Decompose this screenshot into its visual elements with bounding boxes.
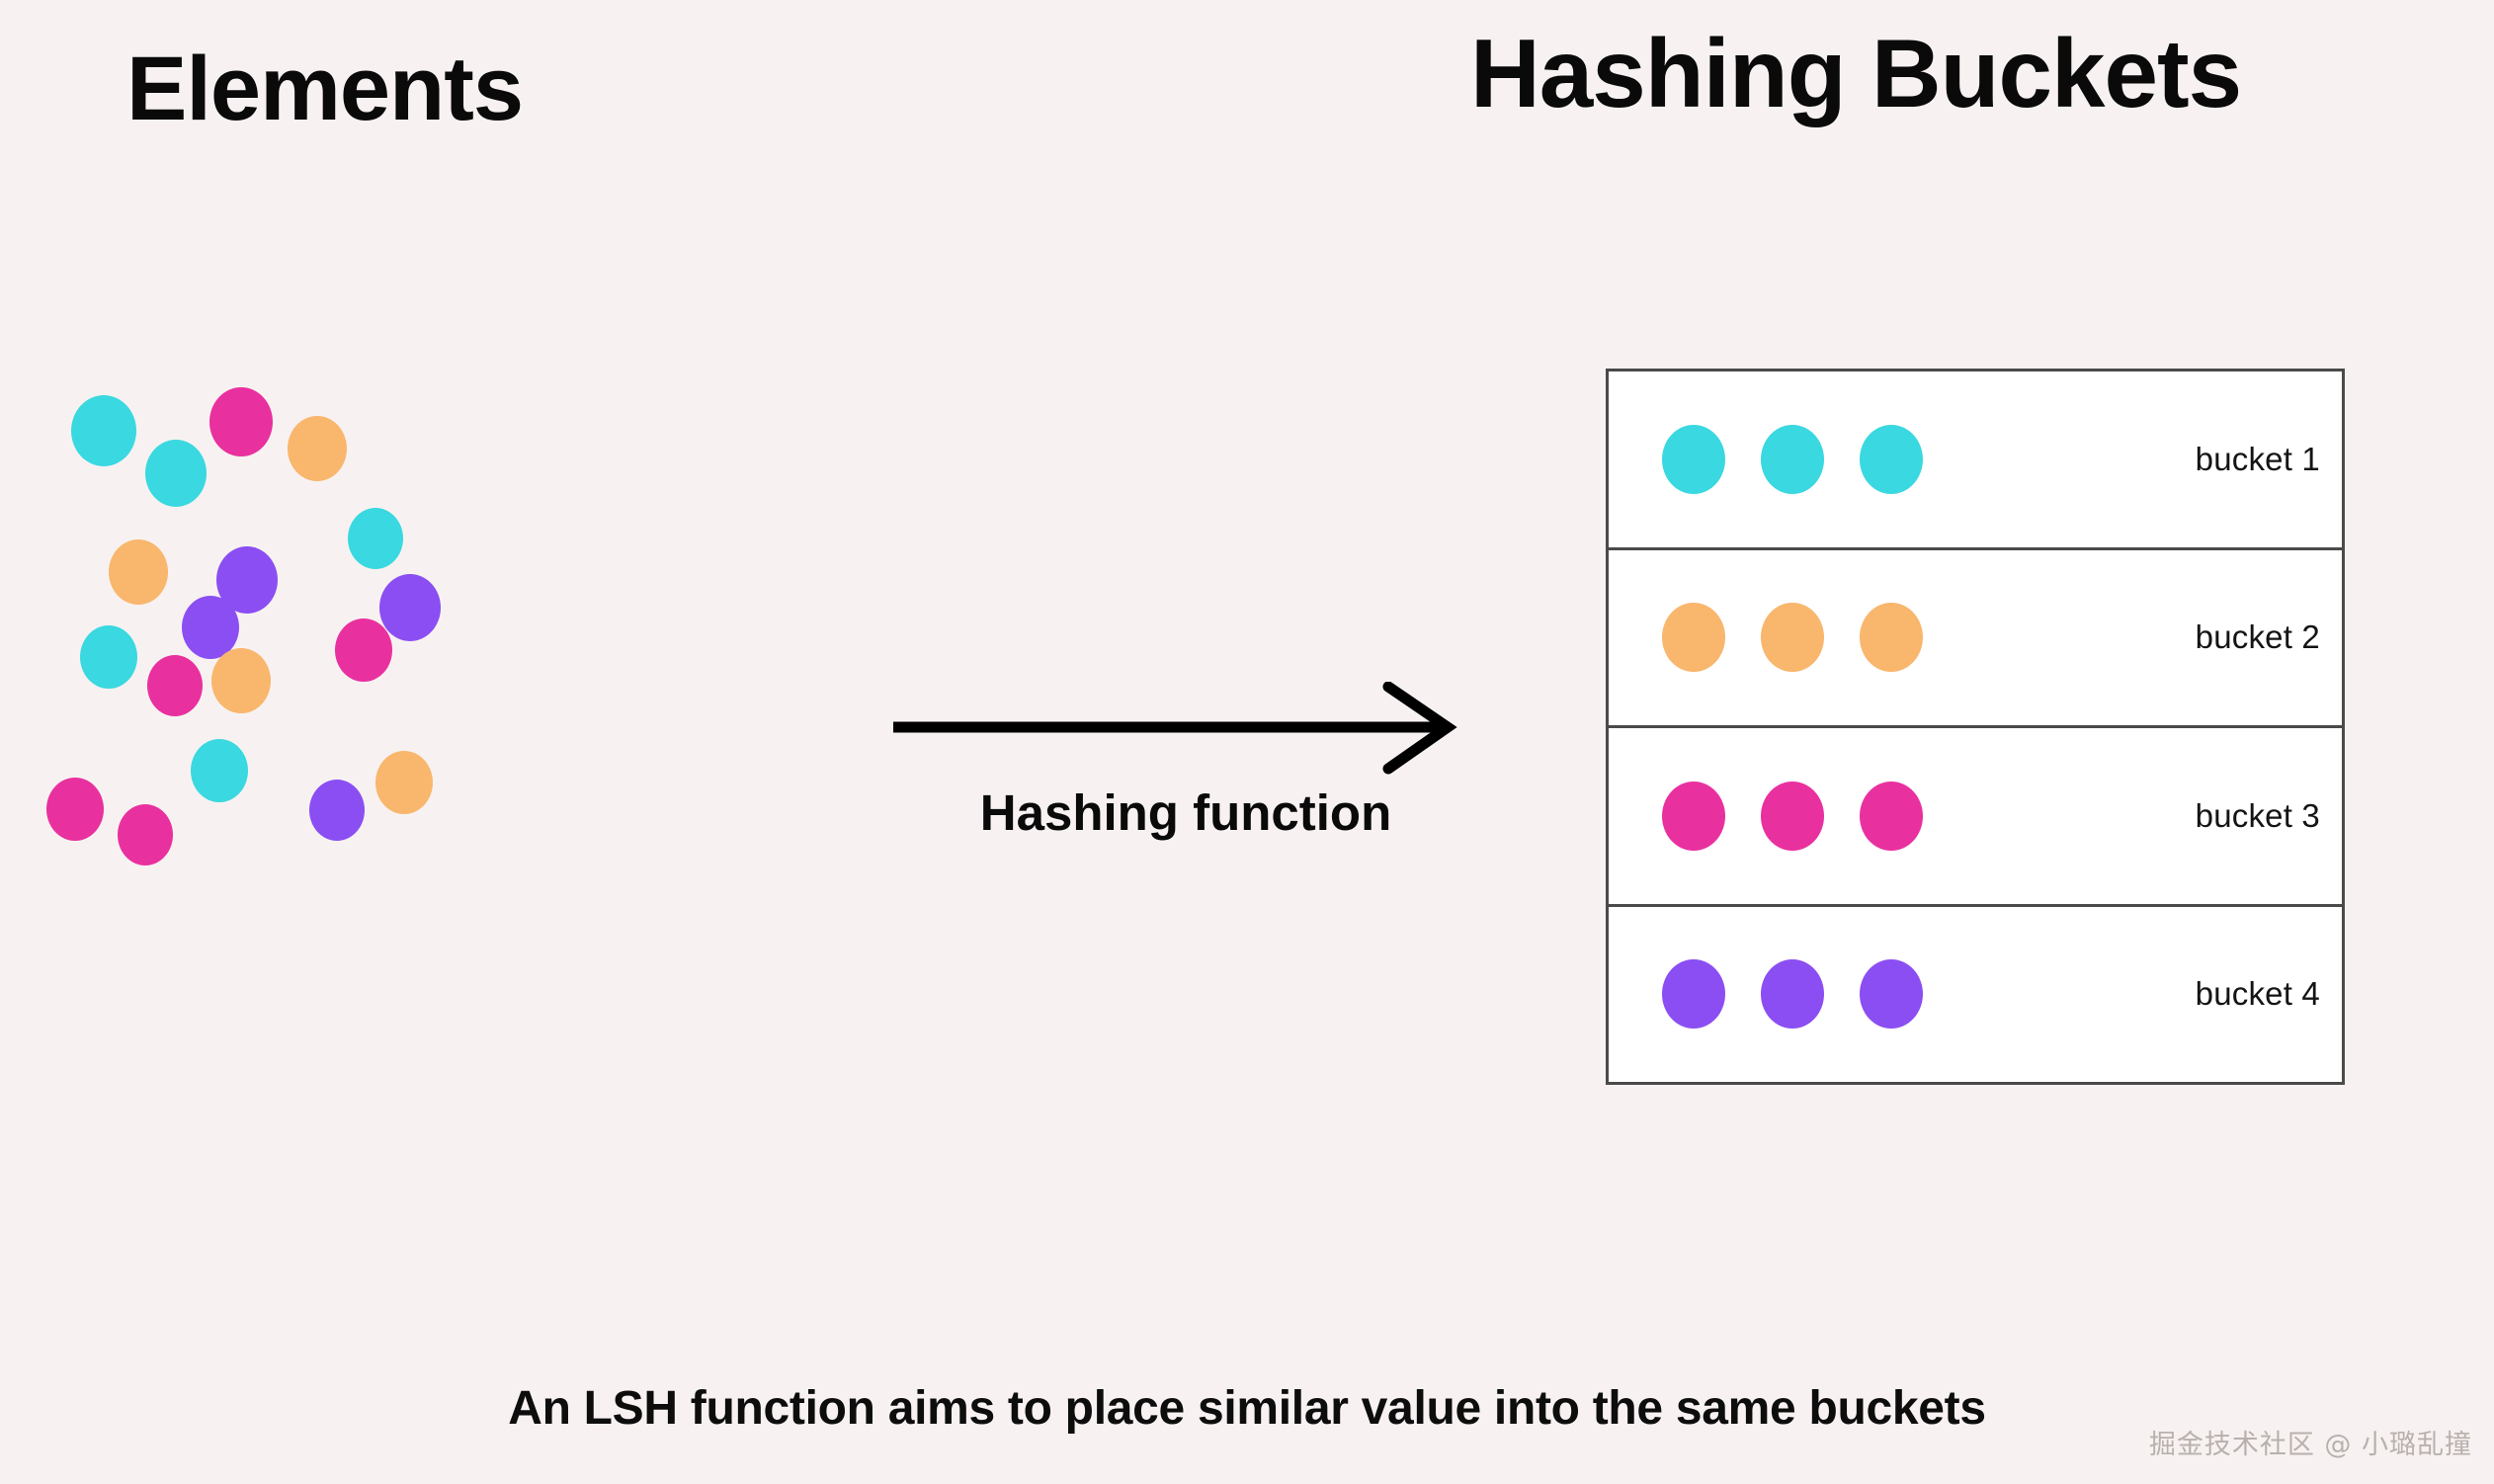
bucket-dot xyxy=(1860,603,1923,673)
element-dot xyxy=(191,739,248,802)
element-dot xyxy=(288,416,347,481)
page-title-elements: Elements xyxy=(126,39,524,139)
element-dot xyxy=(379,574,441,641)
watermark: 掘金技术社区 @ 小璐乱撞 xyxy=(2148,1430,2472,1460)
bucket-dot-group xyxy=(1662,781,1923,851)
element-dot xyxy=(71,395,136,466)
element-dot xyxy=(147,655,203,716)
bucket-dot xyxy=(1662,781,1725,851)
bucket-row: bucket 1 xyxy=(1609,371,2342,550)
bucket-dot xyxy=(1662,424,1725,494)
element-dot xyxy=(375,751,433,814)
bucket-dot xyxy=(1860,424,1923,494)
bucket-label: bucket 1 xyxy=(2195,440,2320,477)
bucket-row: bucket 4 xyxy=(1609,907,2342,1083)
bucket-dot-group xyxy=(1662,603,1923,673)
element-dot xyxy=(80,625,137,689)
element-dot xyxy=(145,440,207,507)
element-dot xyxy=(46,778,104,841)
hashing-function-label: Hashing function xyxy=(979,784,1392,841)
element-dot xyxy=(182,596,239,659)
element-dot xyxy=(335,618,392,682)
element-dot xyxy=(348,508,403,569)
elements-scatter-cluster xyxy=(0,356,790,1146)
bucket-dot xyxy=(1662,959,1725,1030)
bucket-label: bucket 3 xyxy=(2195,796,2320,834)
bucket-label: bucket 2 xyxy=(2195,618,2320,656)
bucket-dot xyxy=(1761,781,1824,851)
element-dot xyxy=(118,804,173,866)
bucket-dot xyxy=(1761,959,1824,1030)
bucket-dot-group xyxy=(1662,959,1923,1030)
bucket-row: bucket 3 xyxy=(1609,728,2342,907)
bucket-row: bucket 2 xyxy=(1609,550,2342,728)
element-dot xyxy=(209,387,273,456)
bucket-dot xyxy=(1860,959,1923,1030)
bucket-label: bucket 4 xyxy=(2195,975,2320,1013)
bucket-dot xyxy=(1761,424,1824,494)
diagram-caption: An LSH function aims to place similar va… xyxy=(508,1382,1986,1435)
hashing-function-group: Hashing function xyxy=(889,682,1482,879)
bucket-dot xyxy=(1860,781,1923,851)
right-arrow-icon xyxy=(893,682,1457,775)
element-dot xyxy=(109,539,168,605)
bucket-dot xyxy=(1662,603,1725,673)
element-dot xyxy=(309,780,365,841)
element-dot xyxy=(211,648,271,713)
bucket-dot xyxy=(1761,603,1824,673)
hashing-buckets-table: bucket 1 bucket 2 bucket 3 bucket 4 xyxy=(1606,369,2345,1085)
bucket-dot-group xyxy=(1662,424,1923,494)
page-title-hashing-buckets: Hashing Buckets xyxy=(1470,19,2242,127)
